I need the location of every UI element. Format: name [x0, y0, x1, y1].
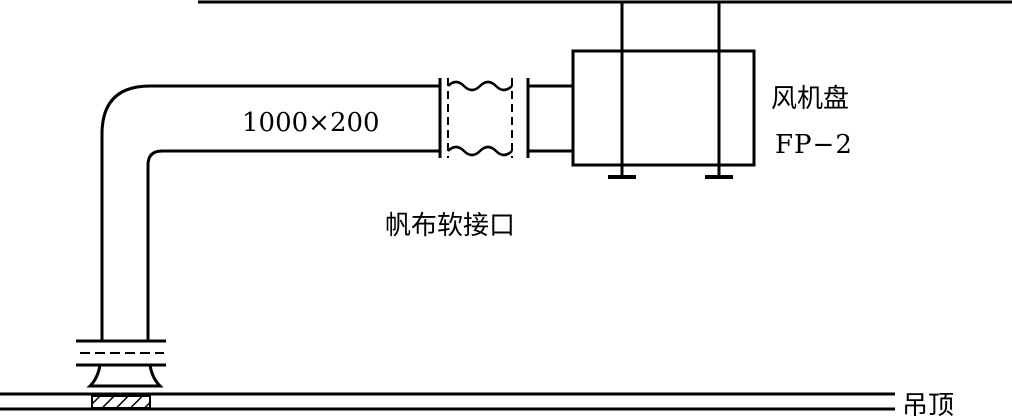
air-outlet-diffuser: [86, 364, 164, 388]
fan-coil-name-label: 风机盘: [771, 84, 849, 114]
duct-size-label: 1000×200: [242, 108, 380, 138]
canvas-flexible-connector: [438, 78, 530, 158]
fan-coil-unit-box: [571, 49, 756, 167]
duct-outer-wall: [100, 84, 440, 340]
fan-coil-model-label: FP−2: [775, 130, 853, 160]
ceiling-label: 吊顶: [902, 391, 954, 416]
canvas-connector-label: 帆布软接口: [385, 211, 515, 241]
drop-flange-connection: [76, 339, 166, 367]
ceiling-opening-hatch: [91, 395, 151, 409]
duct-inner-wall: [146, 149, 440, 340]
